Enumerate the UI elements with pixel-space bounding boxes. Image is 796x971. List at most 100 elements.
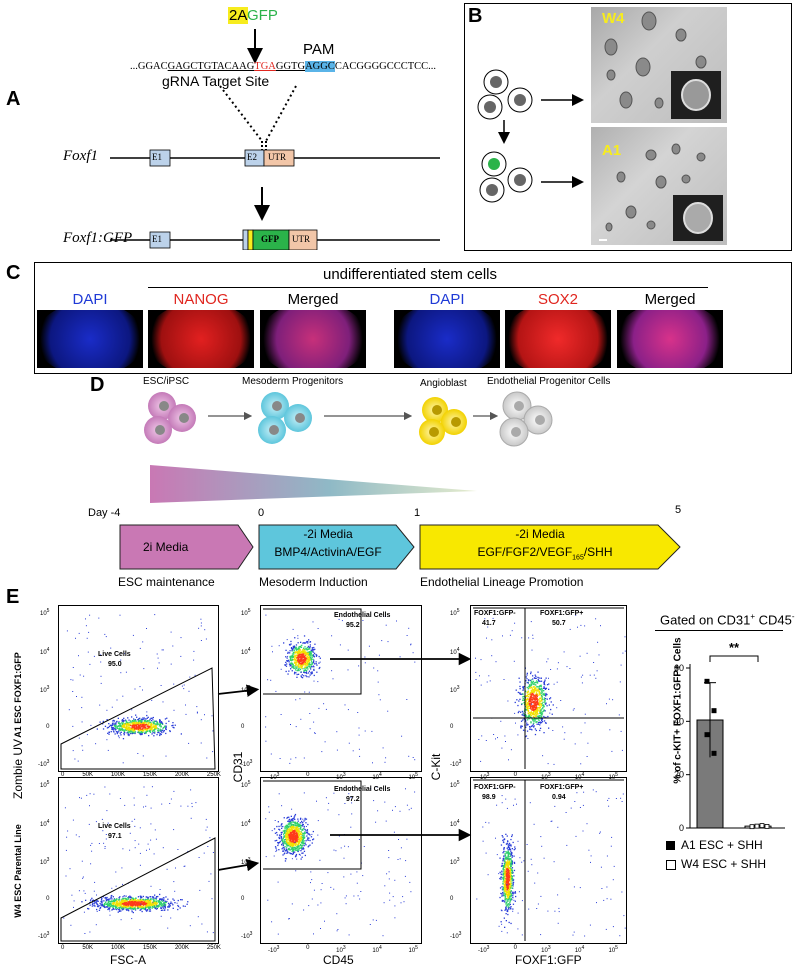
flow-event — [307, 652, 310, 654]
flow-event — [137, 901, 140, 903]
flow-event — [314, 643, 316, 645]
flow-event — [298, 659, 301, 661]
flow-event — [364, 662, 366, 664]
flow-event — [157, 722, 159, 724]
flow-event — [299, 833, 302, 836]
flow-event — [139, 728, 142, 730]
flow-event — [136, 727, 138, 729]
flow-event — [292, 664, 294, 666]
flow-event — [288, 918, 290, 920]
flow-event — [290, 656, 292, 658]
flow-event — [313, 654, 315, 656]
flow-event — [295, 648, 298, 651]
flow-event — [484, 618, 486, 620]
flow-event — [91, 850, 93, 852]
flow-event — [169, 803, 171, 804]
flow-event — [297, 843, 299, 845]
flow-event — [510, 873, 512, 875]
flow-event — [507, 854, 510, 856]
flow-event — [528, 684, 531, 687]
flow-event — [105, 838, 107, 840]
flow-event — [534, 704, 536, 706]
flow-event — [524, 714, 527, 716]
flow-event — [75, 834, 77, 836]
flow-event — [539, 685, 541, 688]
flow-event — [541, 691, 543, 694]
flow-event — [507, 885, 509, 887]
insert-gfp-label: GFP — [247, 7, 278, 24]
flow-event — [280, 668, 282, 670]
flow-event — [541, 711, 543, 713]
flow-event — [168, 906, 170, 908]
flow-event — [510, 850, 512, 852]
flow-event — [288, 816, 290, 818]
flow-event — [296, 826, 299, 828]
flow-event — [412, 652, 414, 654]
flow-event — [141, 721, 143, 723]
flow-event — [509, 901, 511, 904]
flow-event — [154, 614, 156, 616]
flow-event — [523, 718, 525, 720]
flow-event — [159, 719, 161, 721]
flow-event — [277, 881, 279, 883]
flow-event — [317, 681, 319, 683]
flow-event — [305, 818, 308, 820]
flow-event — [111, 900, 113, 902]
flow-event — [508, 858, 510, 860]
flow-event — [309, 646, 311, 648]
flow-event — [521, 637, 523, 639]
flow-event — [275, 690, 277, 692]
flow-event — [292, 848, 294, 850]
flow-event — [90, 724, 92, 726]
flow-event — [295, 669, 297, 671]
flow-event — [296, 838, 298, 840]
flow-event — [118, 908, 120, 911]
flow-event — [510, 922, 512, 925]
flow-event — [293, 655, 295, 658]
flow-event — [124, 897, 127, 900]
flow-event — [295, 661, 297, 663]
flow-event — [306, 676, 308, 678]
flow-event — [152, 716, 154, 719]
flow-event — [96, 908, 98, 911]
flow-event — [293, 835, 295, 838]
flow-event — [302, 664, 305, 666]
flow-event — [294, 648, 297, 650]
flow-event — [501, 873, 503, 876]
flow-event — [292, 825, 294, 827]
flow-event — [129, 899, 131, 901]
flow-event — [304, 662, 306, 664]
flow-event — [304, 842, 306, 845]
flow-event — [541, 720, 544, 723]
flow-event — [133, 721, 136, 723]
flow-event — [286, 830, 288, 832]
flow-event — [146, 794, 148, 796]
flow-event — [303, 792, 305, 794]
flow-event — [548, 683, 550, 685]
flow-event — [503, 848, 505, 850]
flow-event — [306, 663, 309, 666]
flow-event — [117, 902, 119, 904]
flow-event — [268, 811, 270, 813]
flow-event — [541, 698, 544, 701]
flow-event — [108, 733, 110, 735]
flow-event — [272, 651, 273, 653]
flow-event — [287, 659, 290, 661]
flow-event — [508, 891, 511, 893]
flow-event — [301, 644, 303, 646]
flow-event — [512, 841, 514, 844]
flow-event — [118, 910, 120, 912]
flow-event — [129, 902, 132, 904]
flow-event — [404, 875, 406, 877]
flow-event — [309, 659, 311, 661]
flow-event — [535, 697, 537, 699]
flow-event — [110, 897, 112, 899]
flow-event — [307, 833, 309, 835]
flow-event — [114, 906, 117, 908]
flow-event — [301, 833, 303, 836]
flow-event — [126, 722, 128, 725]
flow-event — [523, 702, 525, 704]
flow-event — [191, 806, 193, 808]
flow-event — [117, 905, 119, 907]
flow-event — [108, 907, 110, 909]
